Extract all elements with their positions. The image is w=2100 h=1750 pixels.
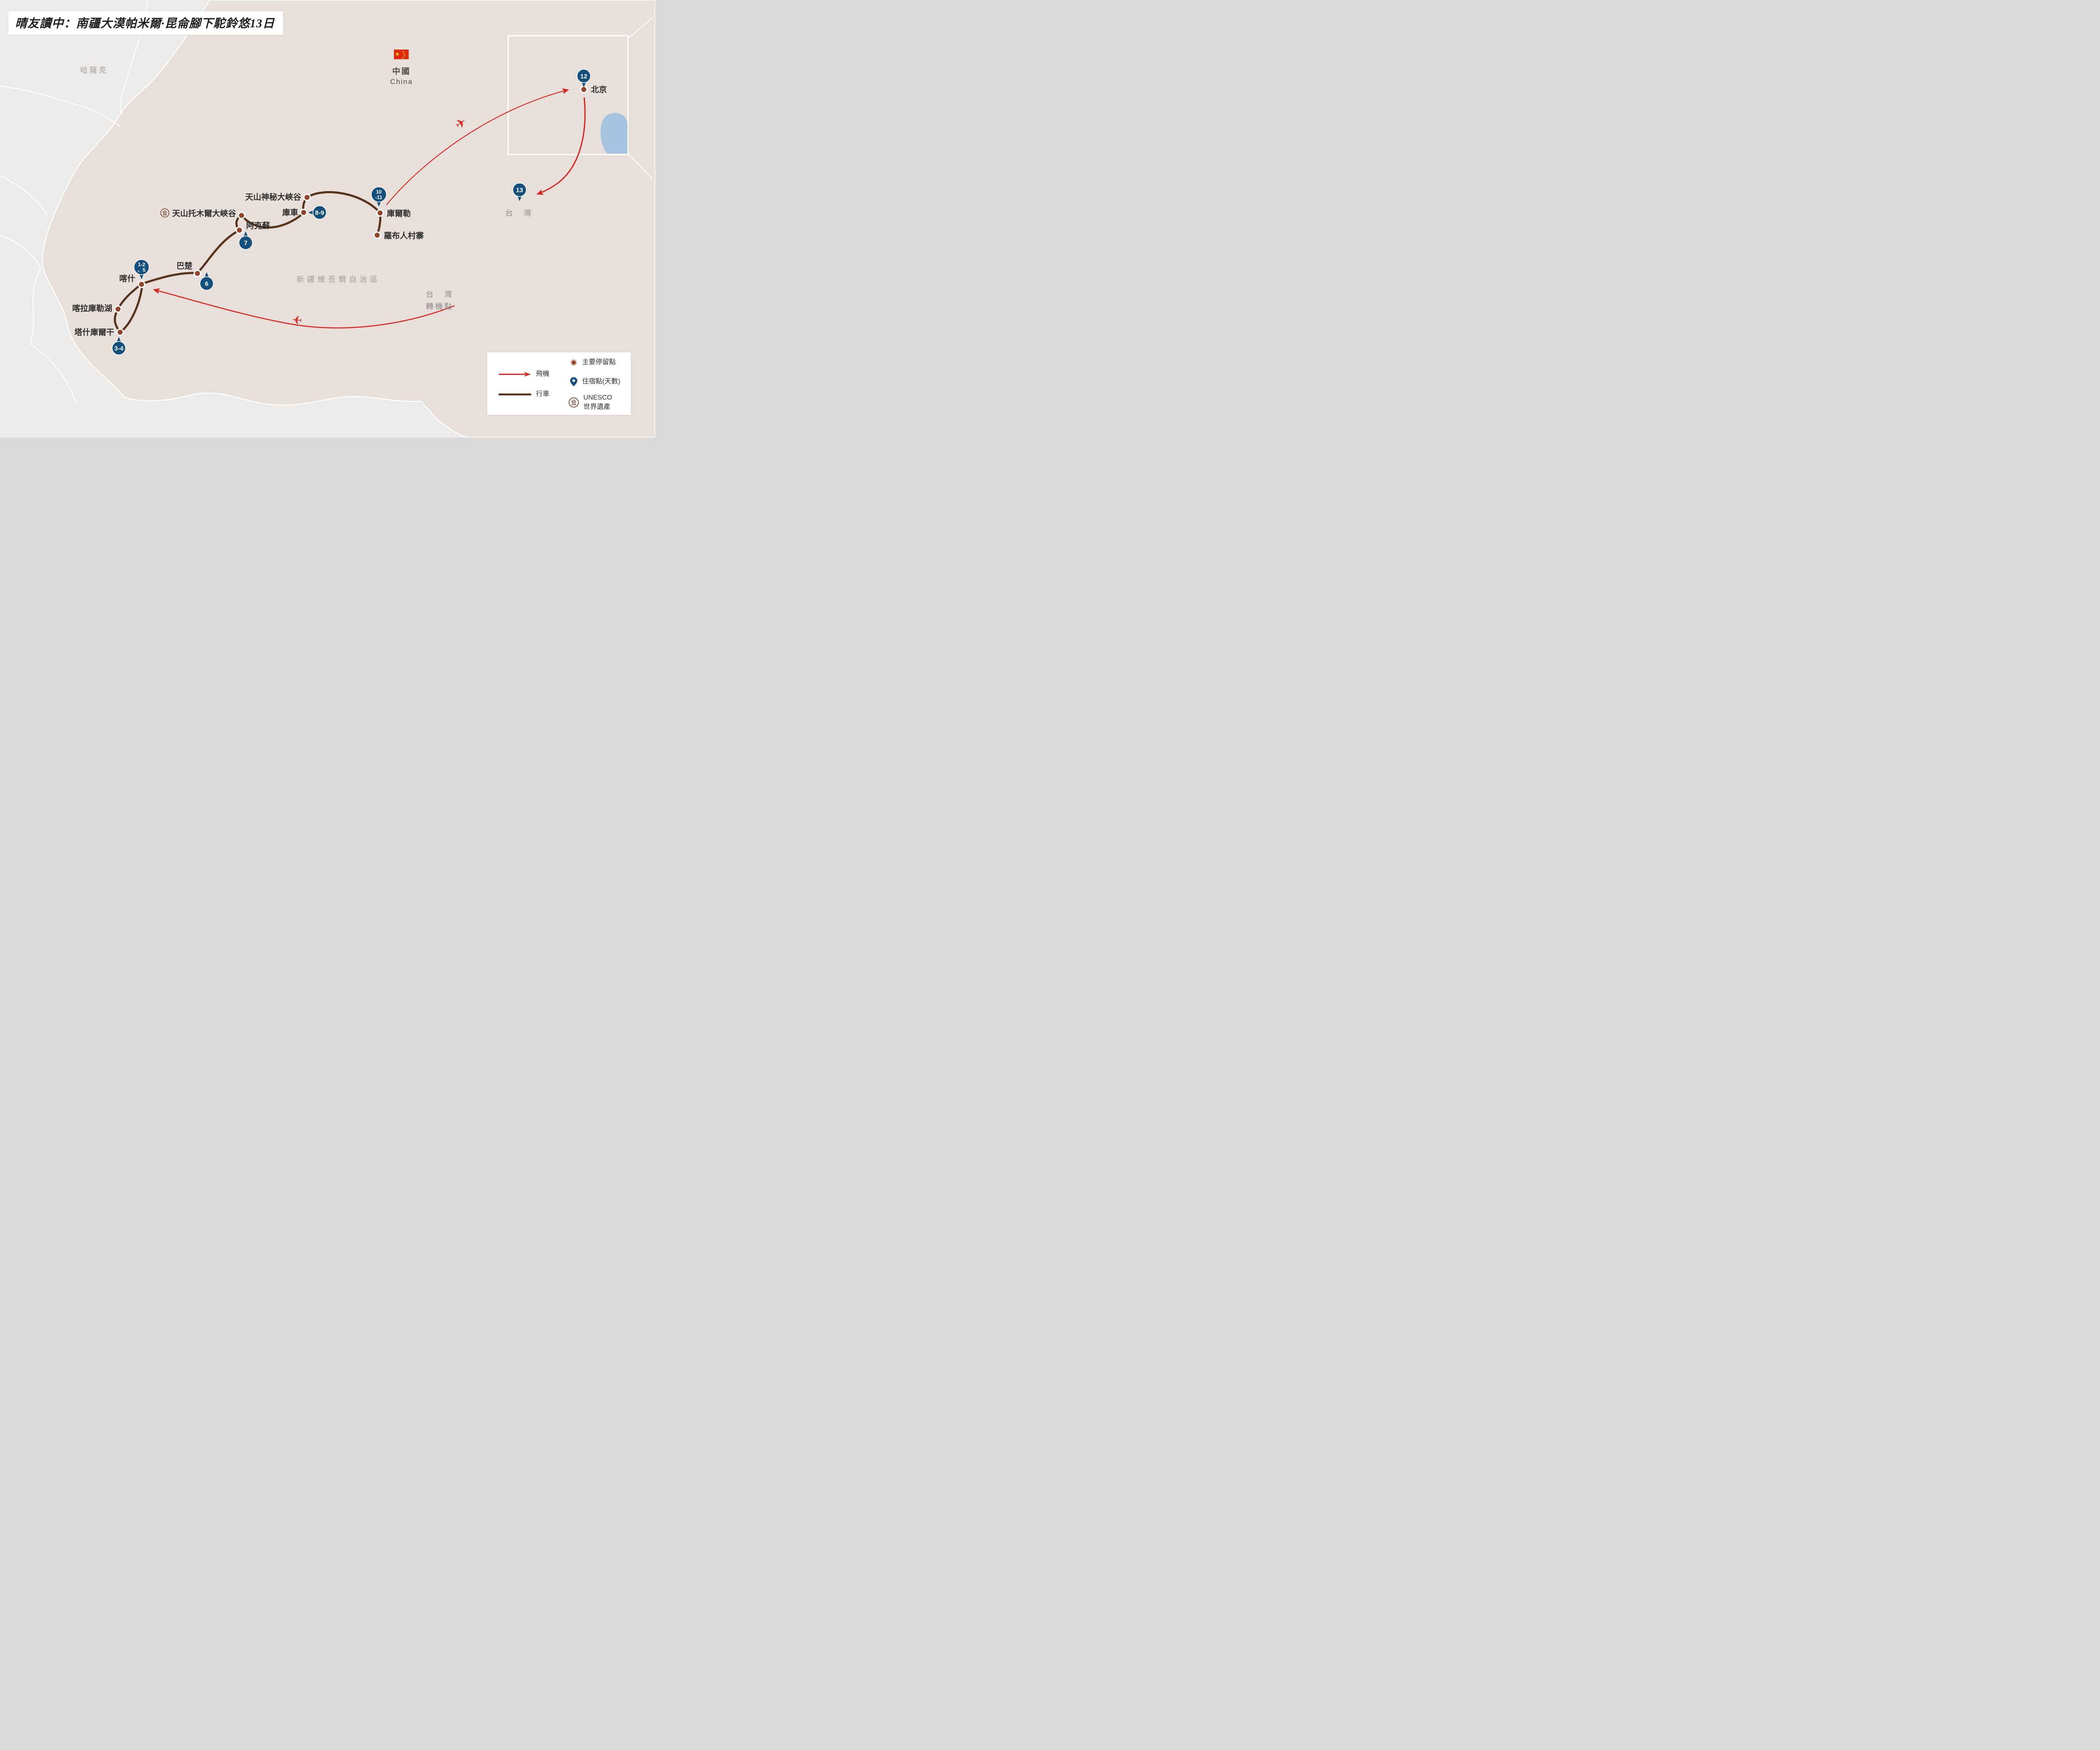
land-shape [42, 0, 655, 438]
map-stop-dot-bachu [194, 270, 201, 277]
legend-item-main-stop: 主要停留點 [570, 358, 616, 367]
page-title: 晴友讀中：南疆大漠帕米爾·昆侖腳下駝鈴悠13日 [15, 17, 275, 30]
svg-text:★: ★ [403, 52, 405, 55]
drive-line-icon [498, 393, 532, 396]
map-stop-dot-karakul [114, 305, 122, 313]
airplane-icon-west: ✈ [291, 313, 303, 327]
legend-label-drive: 行車 [536, 391, 550, 398]
china-flag-icon: ★ ★ ★ ★ ★ [394, 50, 409, 60]
beijing-inset [507, 17, 653, 179]
svg-text:★: ★ [402, 57, 404, 60]
svg-text:3-4: 3-4 [114, 345, 123, 352]
china-landmass [42, 0, 655, 438]
svg-text:8-9: 8-9 [315, 210, 324, 217]
legend-label-stay: 住宿點(天數) [582, 378, 620, 386]
svg-text:★: ★ [403, 55, 405, 58]
legend-item-drive: 行車 [498, 390, 549, 399]
svg-text:12: 12 [580, 73, 588, 80]
svg-text:10-11: 10-11 [375, 189, 383, 200]
stop-dot-icon [570, 359, 577, 366]
legend-item-stay: 住宿點(天數) [570, 376, 620, 387]
flight-korla-beijing [386, 88, 569, 205]
map-stop-dot-tashkurgan [116, 328, 124, 336]
legend-label-flight: 飛機 [536, 370, 550, 378]
map-stop-dot-korla [376, 209, 384, 217]
legend-label-unesco: UNESCO 世界遺產 [583, 394, 612, 410]
stay-pin-icon [570, 377, 578, 386]
legend-item-unesco: UNESCO 世界遺產 [568, 393, 612, 411]
svg-text:7: 7 [244, 240, 247, 247]
svg-text:6: 6 [205, 281, 208, 288]
stay-pin-kuqa: 8-9 [308, 205, 327, 220]
map-stop-dot-lop-village [373, 231, 381, 239]
drive-route-south-loop [114, 283, 143, 333]
flight-taiwan-kashgar [153, 288, 455, 329]
legend-item-flight: 飛機 [498, 370, 549, 379]
inset-sea [601, 113, 628, 154]
map-stop-dot-tomur [238, 212, 245, 219]
stay-pin-aksu: 7 [239, 231, 253, 250]
unesco-icon [568, 397, 579, 408]
title-box: 晴友讀中：南疆大漠帕米爾·昆侖腳下駝鈴悠13日 [8, 11, 284, 35]
stay-pin-tashkurgan: 3-4 [112, 337, 126, 355]
svg-text:13: 13 [516, 187, 523, 194]
stay-pin-kashgar: 1-2、5 [134, 259, 150, 279]
flight-beijing-taiwan [536, 97, 586, 195]
stay-pins-layer: 1-2、5 6 7 8-9 10-11 3-4 12 13 [112, 69, 591, 355]
stay-pin-bachu: 6 [200, 272, 214, 291]
legend-label-main-stop: 主要停留點 [582, 359, 616, 366]
stop-dots-layer [114, 86, 588, 336]
svg-text:1-2、5: 1-2、5 [138, 262, 146, 273]
map-stop-dot-kuqa [300, 209, 307, 216]
map-stop-dot-aksu [236, 226, 243, 234]
map-stop-dot-kashgar [138, 281, 145, 288]
map-stop-dot-mystery-canyon [303, 194, 311, 201]
svg-text:★: ★ [395, 51, 400, 57]
stay-pin-korla: 10-11 [371, 186, 387, 207]
stay-pin-beijing: 12 [577, 69, 591, 87]
flight-arrow-icon [499, 372, 531, 377]
svg-text:★: ★ [402, 50, 404, 53]
stay-pin-taiwan: 13 [512, 183, 527, 201]
legend: 主要停留點 飛機 住宿點(天數) 行車 UNESCO 世界遺產 [487, 352, 631, 415]
